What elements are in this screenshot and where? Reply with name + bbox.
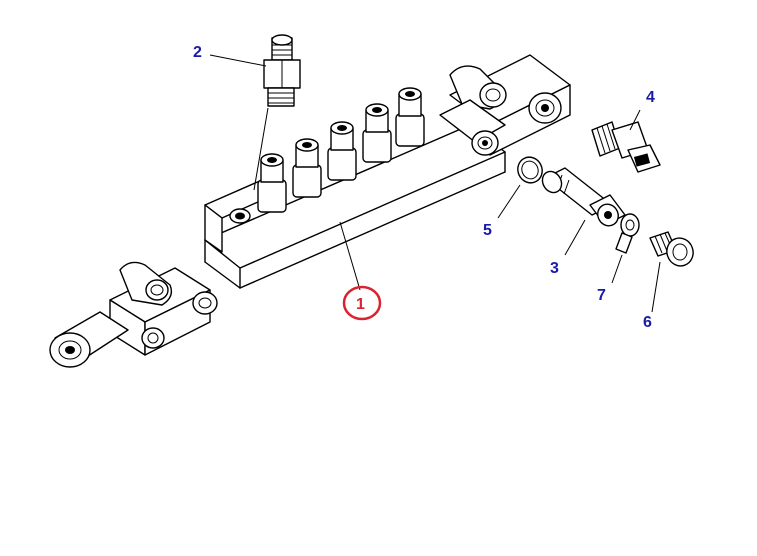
part-6-bolt [649,231,694,267]
leader-line-1 [339,221,361,291]
callout-5[interactable]: 5 [483,222,492,239]
leader-line-2 [209,54,267,67]
leader-line-6 [651,261,661,313]
part-2-connector [263,34,301,107]
leader-lines [209,54,661,313]
leader-line-3 [564,219,586,256]
callout-7[interactable]: 7 [597,287,606,304]
part-5-o-ring [517,156,543,184]
common-rail-body [49,54,571,368]
callout-2[interactable]: 2 [193,44,202,61]
part-4-pressure-sensor [591,121,661,173]
leader-line-2b [253,107,269,191]
callout-6[interactable]: 6 [643,314,652,331]
outlet-fittings [257,87,425,213]
leader-line-5 [497,184,521,219]
callout-labels: 2 4 5 3 7 6 1 [193,44,655,331]
leader-line-7 [611,254,623,284]
callout-1-highlight-circle [342,285,382,321]
part-3-pressure-limiter [541,167,626,227]
callout-4[interactable]: 4 [646,89,655,106]
part-7-gasket [615,213,640,254]
callout-1[interactable]: 1 [356,296,365,313]
leader-line-4 [629,109,641,131]
callout-3[interactable]: 3 [550,260,559,277]
